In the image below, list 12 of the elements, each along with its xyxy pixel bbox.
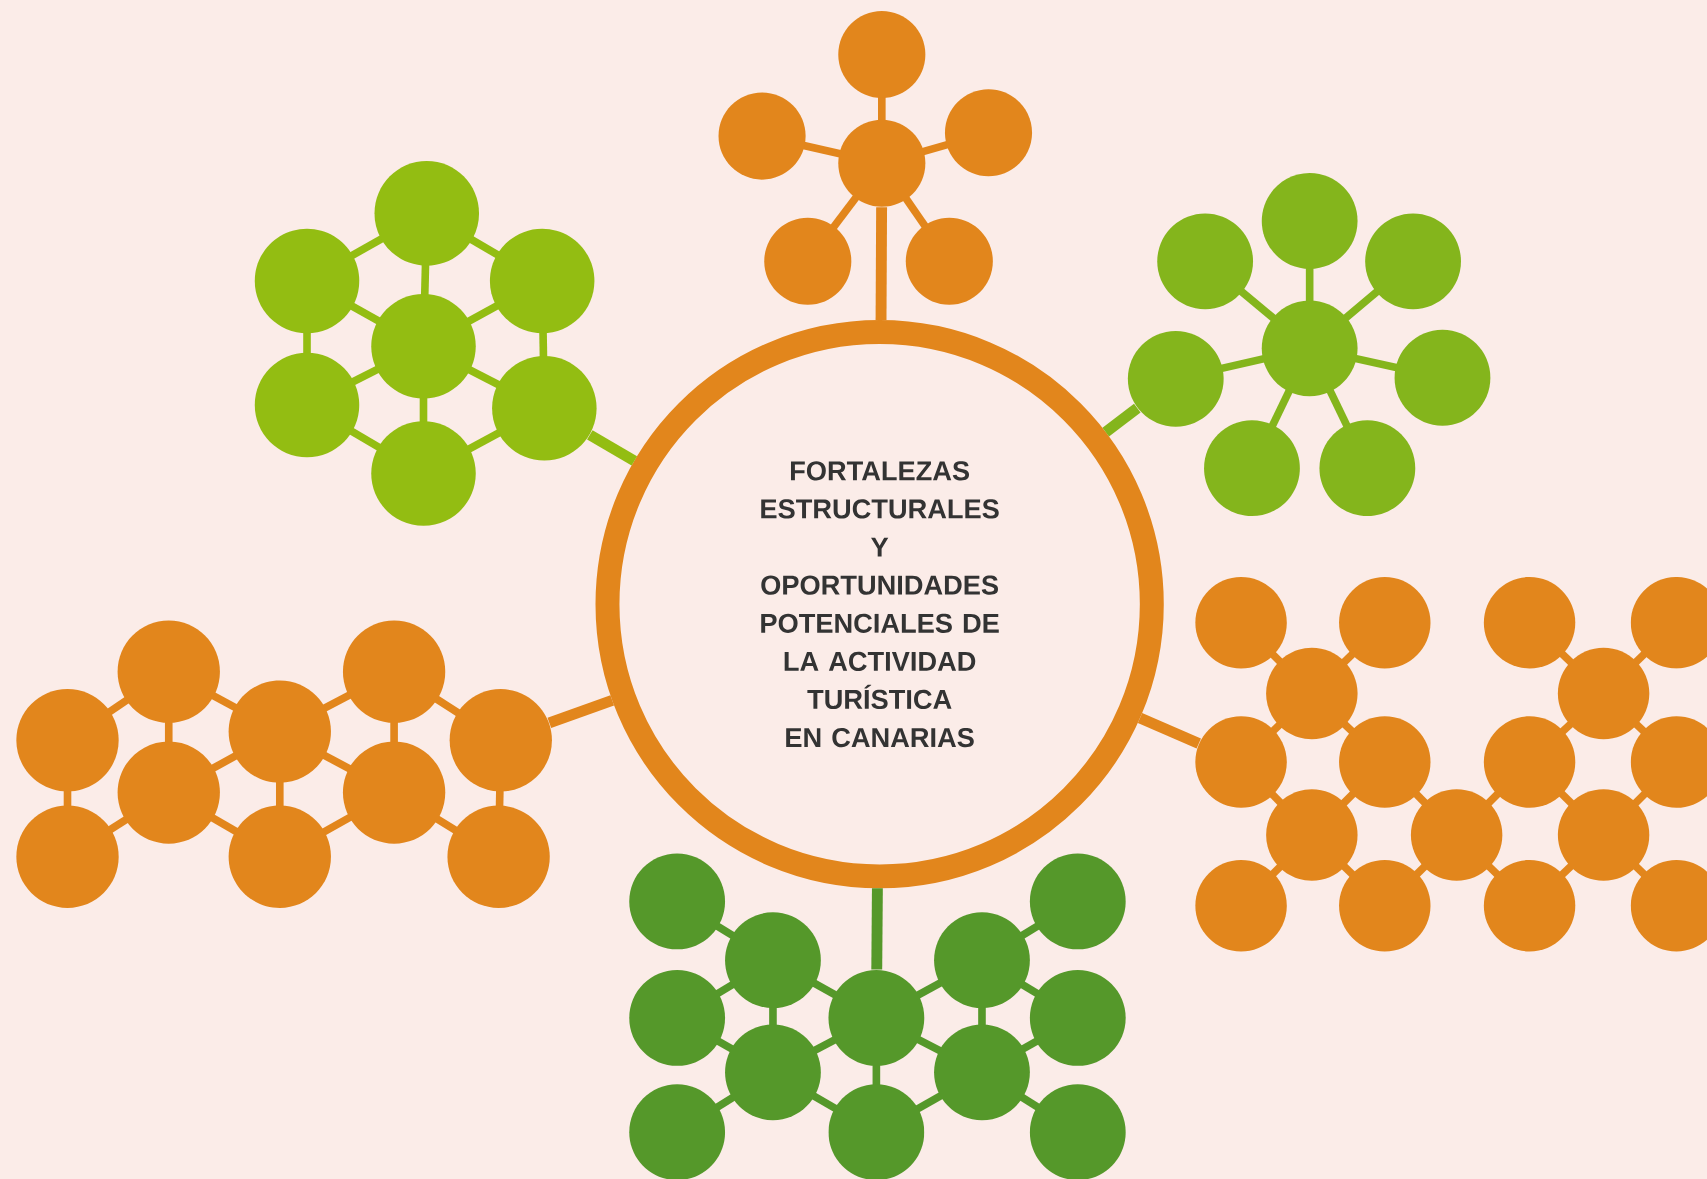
circle-cluster-drawing <box>629 853 1126 1179</box>
circle-cluster-drawing <box>1195 577 1707 952</box>
connector-line <box>547 695 615 728</box>
connector-line <box>871 888 883 970</box>
connector-line <box>1137 712 1201 749</box>
connector-line <box>587 430 638 466</box>
connector-line <box>875 207 888 321</box>
circle-cluster-drawing <box>254 161 597 526</box>
circle-cluster-drawing <box>1127 173 1491 517</box>
circle-cluster-drawing <box>718 10 1033 305</box>
circle-cluster-drawing <box>16 620 552 908</box>
connector-line <box>1102 403 1141 437</box>
